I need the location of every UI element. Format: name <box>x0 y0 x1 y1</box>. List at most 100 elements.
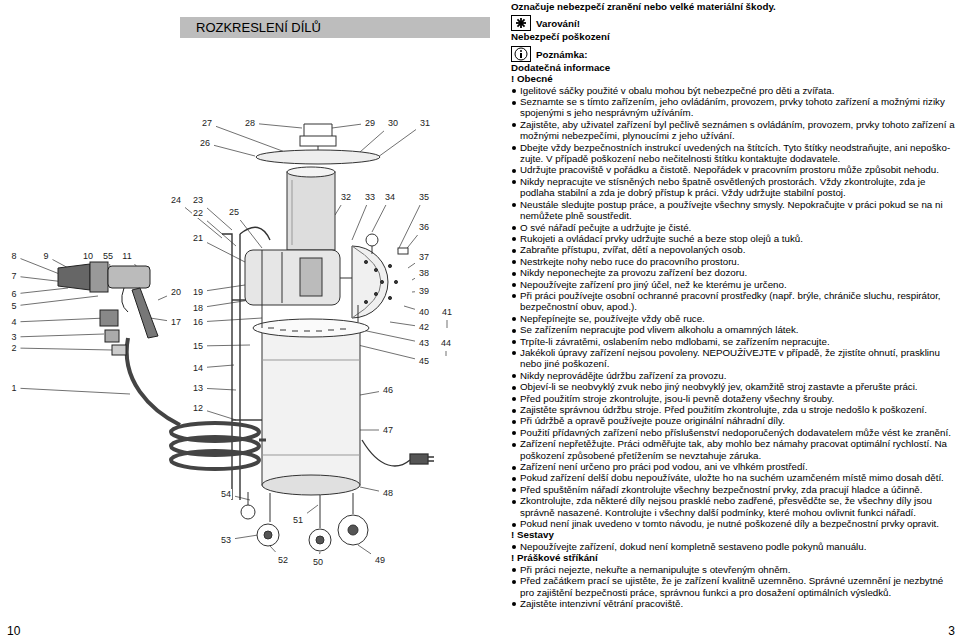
safety-instruction: Objeví-li se neobvyklý zvuk nebo jiný ne… <box>520 381 918 392</box>
callout-number: 29 <box>364 118 376 128</box>
bullet-item: Zajistěte, aby uživatel zařízení byl peč… <box>511 119 955 142</box>
icon-frame <box>512 46 531 61</box>
section-title: ROZKRESLENÍ DÍLŮ <box>180 17 490 38</box>
icon-frame <box>512 16 531 31</box>
leader-line <box>207 345 250 347</box>
leader-line <box>360 487 379 491</box>
leader-line <box>216 126 285 152</box>
bullet-dot <box>512 351 516 355</box>
callout-number: 23 <box>192 195 204 205</box>
leader-line <box>360 430 379 431</box>
callout-number: 42 <box>418 322 430 332</box>
frame-handle <box>222 234 232 500</box>
callout-number: 27 <box>201 118 213 128</box>
pressure-tank <box>268 328 346 331</box>
callout-number: 33 <box>364 192 376 202</box>
heading-text: ! Práškové stříkání <box>511 552 598 563</box>
callout-number: 25 <box>228 207 240 217</box>
icon-star <box>517 20 524 27</box>
callout-number: 34 <box>384 192 396 202</box>
motor <box>300 258 322 296</box>
leader-line <box>207 318 262 321</box>
bullet-dot <box>512 580 516 584</box>
leader-line <box>21 388 130 394</box>
bullet-dot <box>512 602 516 606</box>
safety-instruction: Neustále sledujte postup práce, a použív… <box>520 199 943 221</box>
icon-circle <box>515 48 527 60</box>
fan-cover <box>394 280 397 283</box>
leader-line <box>21 348 112 350</box>
bullet-dot <box>512 409 516 413</box>
pressure-tank <box>253 319 369 337</box>
bullet-dot <box>512 488 516 492</box>
bullet-dot <box>512 237 516 241</box>
spray-gun <box>100 310 118 326</box>
bullet-item: Trpíte-li závratěmi, oslabením nebo mdlo… <box>511 336 955 347</box>
fan-cover <box>388 264 391 267</box>
callout-number: 21 <box>192 233 204 243</box>
heading-text: Dodatečná informace <box>511 62 610 73</box>
text-row: ! Obecné <box>511 73 955 84</box>
bullet-dot <box>512 180 516 184</box>
power-cord <box>410 454 428 464</box>
callout-number: 50 <box>312 557 324 567</box>
callout-number: 52 <box>277 555 289 565</box>
frame-handle <box>240 227 270 240</box>
leader-line <box>408 263 415 268</box>
callout-number: 8 <box>10 251 17 261</box>
fan-cover <box>364 300 367 303</box>
bullet-dot <box>512 272 516 276</box>
pressure-tank <box>358 305 359 322</box>
callout-number: 22 <box>192 208 204 218</box>
heading-text: ! Sestavy <box>511 529 554 540</box>
callout-number: 13 <box>192 383 204 393</box>
safety-instruction: Při údržbě a opravě používejte pouze ori… <box>520 415 785 426</box>
callout-number: 20 <box>170 287 182 297</box>
bullet-dot <box>512 568 516 572</box>
callout-number: 36 <box>418 222 430 232</box>
icon-dot <box>520 50 522 52</box>
filter-top <box>304 124 332 136</box>
leader-line <box>372 205 386 232</box>
pressure-tank <box>262 475 360 495</box>
safety-instruction: Se zařízením nepracujte pod vlivem alkoh… <box>520 324 799 335</box>
bullet-item: Nikdy neprovádějte údržbu zařízení za pr… <box>511 370 955 381</box>
callout-number: 6 <box>10 289 17 299</box>
leader-line <box>207 300 250 307</box>
leader-line <box>412 278 415 280</box>
leader-line <box>358 545 371 554</box>
safety-instruction: Nikdy nepracujte ve stísněných nebo špat… <box>520 176 925 198</box>
text-row: ! Sestavy <box>511 529 955 540</box>
leader-line <box>214 145 255 156</box>
fan-cover <box>352 246 388 318</box>
bullet-item: Objeví-li se neobvyklý zvuk nebo jiný ne… <box>511 381 955 392</box>
leader-line <box>332 124 361 128</box>
text-row: Označuje nebezpečí zranění nebo velké ma… <box>511 1 955 12</box>
callout-number: 38 <box>418 268 430 278</box>
leader-line <box>109 264 110 266</box>
text-row: Varování! <box>511 15 955 31</box>
bullet-item: Při práci používejte osobní ochranné pra… <box>511 290 955 313</box>
leader-line <box>398 205 420 250</box>
leader-line <box>360 131 384 152</box>
air-hose <box>259 439 266 442</box>
bullet-dot <box>512 545 516 549</box>
bullet-dot <box>512 123 516 127</box>
callout-number: 14 <box>192 363 204 373</box>
air-hose <box>127 338 180 425</box>
bullet-item: Pokud zařízení delší dobu nepoužíváte, u… <box>511 472 955 483</box>
motor <box>245 250 352 305</box>
filter-top <box>256 124 380 164</box>
fan-cover <box>352 234 408 318</box>
heading-text: Nebezpečí poškození <box>511 31 610 42</box>
bullet-dot <box>512 317 516 321</box>
bullet-item: Dbejte vždy bezpečnostních instrukcí uve… <box>511 142 955 165</box>
filter-top <box>300 136 336 146</box>
leader-line <box>352 205 367 240</box>
bullet-item: Nepoužívejte zařízení pro jiný účel, než… <box>511 279 955 290</box>
leader-line <box>390 322 415 326</box>
page-number: 3 <box>948 624 955 638</box>
callout-number: 47 <box>382 425 394 435</box>
note-icon <box>511 46 531 62</box>
callout-number: 55 <box>102 251 114 261</box>
